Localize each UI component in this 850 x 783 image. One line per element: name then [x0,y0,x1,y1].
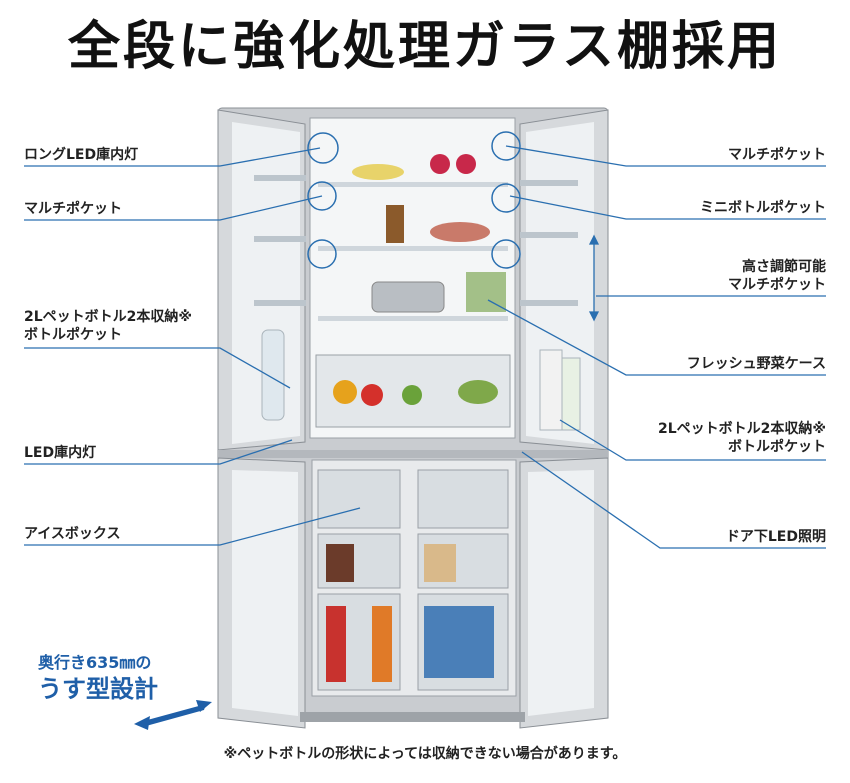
label-bottle-pocket-left-line2: ボトルポケット [24,327,122,343]
label-multi-pocket-left: マルチポケット [24,201,122,217]
label-multi-pocket-right: マルチポケット [728,147,826,163]
label-mini-bottle-pocket: ミニボトルポケット [700,200,826,216]
label-bottle-pocket-right-line2: ボトルポケット [728,439,826,455]
depth-badge: 奥行き635㎜の うす型設計 [38,652,158,704]
label-adjustable-line2: マルチポケット [728,277,826,293]
label-led-light: LED庫内灯 [24,445,97,461]
label-bottle-pocket-left-line1: 2Lペットボトル2本収納※ [24,309,193,325]
label-long-led-light: ロングLED庫内灯 [24,147,139,163]
label-adjustable-multi-pocket: 高さ調節可能 マルチポケット [728,258,826,294]
label-door-led: ドア下LED照明 [725,529,826,545]
depth-badge-line2: うす型設計 [38,675,158,703]
label-fresh-vegetable-case: フレッシュ野菜ケース [686,356,826,372]
page-title: 全段に強化処理ガラス棚採用 [68,17,782,77]
footnote: ※ペットボトルの形状によっては収納できない場合があります。 [223,746,627,762]
label-bottle-pocket-left: 2Lペットボトル2本収納※ ボトルポケット [24,308,192,344]
label-bottle-pocket-right: 2Lペットボトル2本収納※ ボトルポケット [658,420,826,456]
label-adjustable-line1: 高さ調節可能 [742,259,826,275]
label-ice-box: アイスボックス [24,526,121,542]
label-bottle-pocket-right-line1: 2Lペットボトル2本収納※ [657,421,826,437]
depth-badge-line1: 奥行き635㎜の [38,653,152,672]
